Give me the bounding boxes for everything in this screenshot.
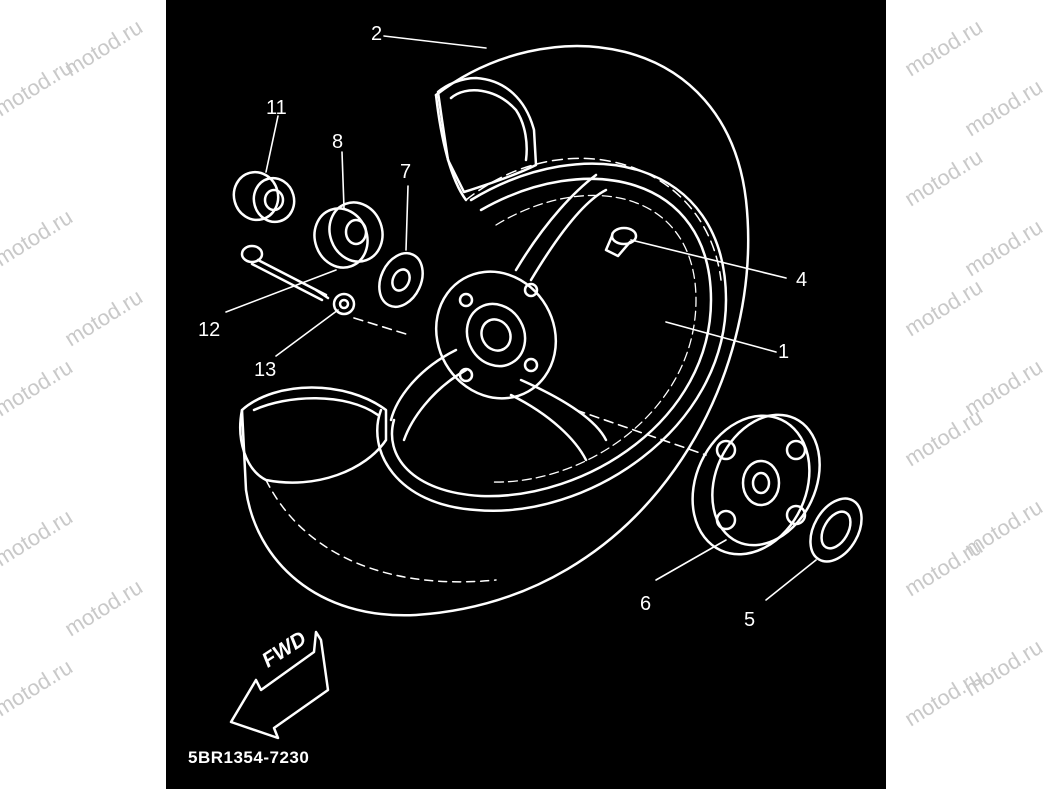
callout-1: 1 [778,341,790,363]
watermark-text: motod.ru [0,53,77,122]
watermark-text: motod.ru [960,73,1047,142]
callout-2: 2 [371,23,383,45]
watermark-text: motod.ru [900,533,987,602]
watermark-text: motod.ru [960,493,1047,562]
watermark-text: motod.ru [0,503,77,572]
washer [378,252,424,308]
callout-11: 11 [266,97,287,119]
bolt [240,244,330,302]
watermark-text: motod.ru [960,633,1047,702]
callout-7: 7 [400,161,412,183]
callout-13: 13 [254,359,277,381]
damper [691,413,821,556]
watermark-text: motod.ru [900,663,987,732]
rim [376,162,728,513]
hub [434,270,558,400]
valve [604,226,638,258]
callout-5: 5 [744,609,756,631]
watermark-text: motod.ru [900,403,987,472]
tire [239,44,750,617]
callout-4: 4 [796,269,808,291]
diagram-code: 5BR1354-7230 [188,748,310,767]
spokes [389,173,608,462]
watermark-text: motod.ru [900,143,987,212]
leader-lines [225,35,817,601]
watermark-text: motod.ru [0,653,77,722]
callout-6: 6 [640,593,652,615]
bearing [313,201,384,269]
watermark-text: motod.ru [60,13,147,82]
spacer [232,170,296,224]
watermark-text: motod.ru [900,273,987,342]
small-washer [332,292,356,316]
diagram-panel: 2 11 8 7 4 1 12 13 6 5 FWD 5BR1354-7230 [166,0,886,789]
watermark-text: motod.ru [960,353,1047,422]
watermark-text: motod.ru [60,283,147,352]
wheel-exploded-view [225,35,863,740]
callout-8: 8 [332,131,344,153]
oil-seal [809,497,863,563]
watermark-text: motod.ru [60,573,147,642]
fwd-arrow [229,630,330,740]
watermark-text: motod.ru [960,213,1047,282]
watermark-text: motod.ru [0,203,77,272]
watermark-text: motod.ru [0,353,77,422]
callout-12: 12 [198,319,221,341]
watermark-text: motod.ru [900,13,987,82]
